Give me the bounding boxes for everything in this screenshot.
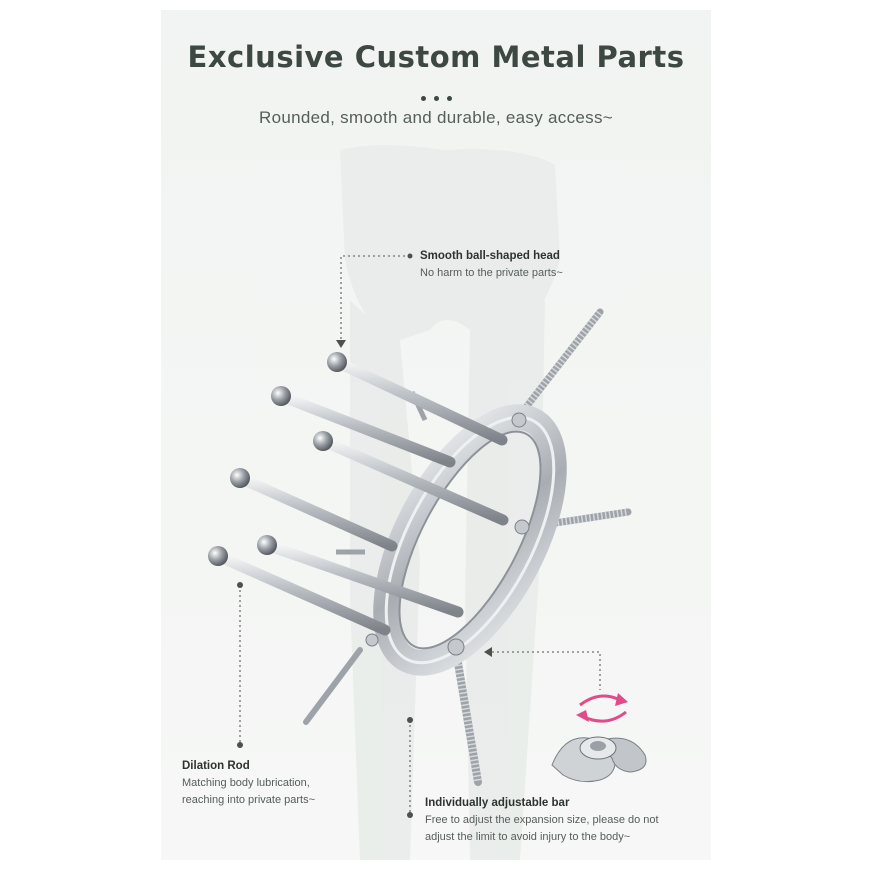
callout-rod-title: Dilation Rod <box>182 760 250 772</box>
ball-heads <box>208 352 347 566</box>
ball-head-icon <box>327 352 347 372</box>
ring-nuts <box>365 412 530 656</box>
wing-nut-icon <box>551 736 647 783</box>
page-title: Exclusive Custom Metal Parts <box>187 40 685 74</box>
callout-lines <box>239 255 601 812</box>
callout-bar-line1: Free to adjust the expansion size, pleas… <box>425 814 659 826</box>
title-dots <box>417 88 456 106</box>
page-subtitle: Rounded, smooth and durable, easy access… <box>259 108 613 127</box>
callout-head-title: Smooth ball-shaped head <box>420 250 560 262</box>
callout-rod-line1: Matching body lubrication, <box>182 777 310 789</box>
callout-head-text: No harm to the private parts~ <box>420 267 563 279</box>
callout-bar-title: Individually adjustable bar <box>425 797 570 809</box>
callout-rod-line2: reaching into private parts~ <box>182 794 315 806</box>
threaded-bar-left <box>303 647 363 725</box>
dilation-rods <box>212 356 509 636</box>
metal-ring <box>373 404 567 676</box>
callout-bar-line2: adjust the limit to avoid injury to the … <box>425 831 631 843</box>
